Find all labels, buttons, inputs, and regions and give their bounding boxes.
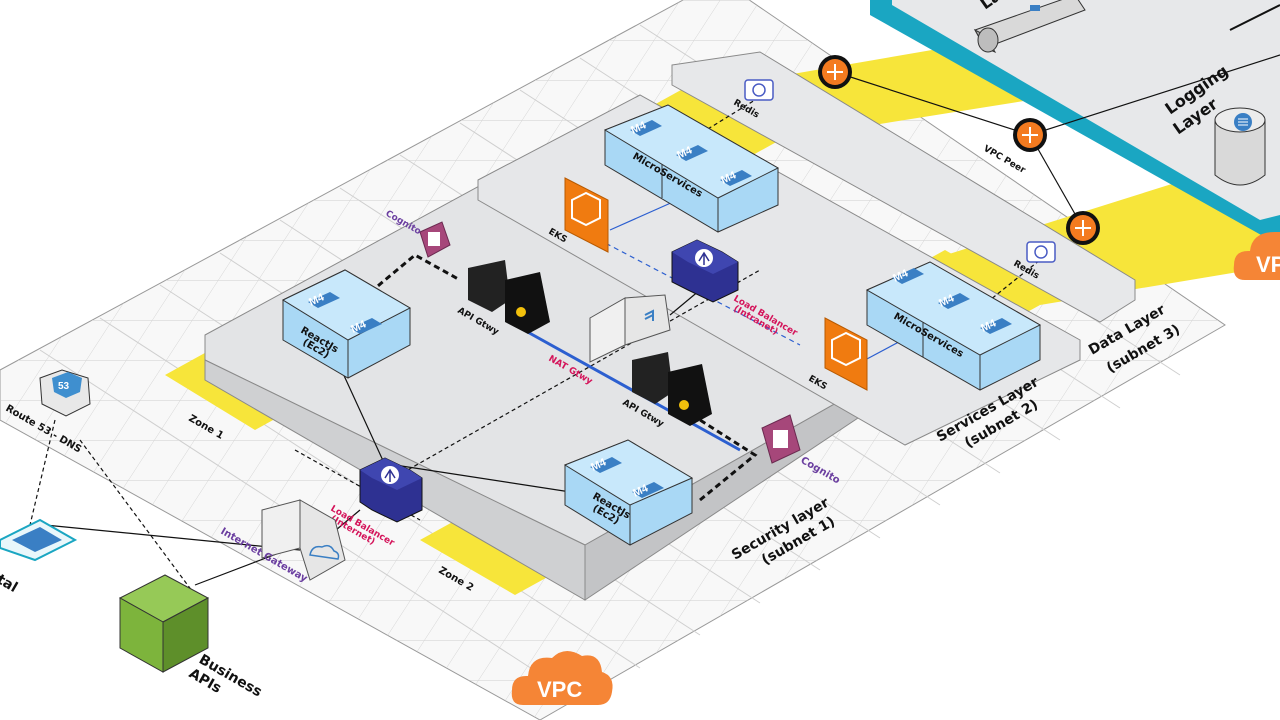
vpc-peering-icon — [1013, 118, 1047, 152]
vpc-peering-icon — [818, 55, 852, 89]
reactjs-ec2-zone1: M4 M4 ReactJs (Ec2) — [281, 269, 412, 379]
vpc-peering-icon — [1066, 211, 1100, 245]
microservices-lower: M4 M4 M4 MicroServices — [865, 261, 1042, 391]
vpc-cloud-icon: VP — [1233, 232, 1280, 280]
log-stream-icon — [973, 0, 1086, 54]
storage-cylinder-icon — [1214, 107, 1266, 186]
svg-text:53: 53 — [58, 381, 70, 392]
vpc-partial-label: VP — [1256, 252, 1280, 277]
web-portal-icon: tal — [0, 518, 78, 596]
vpc-label: VPC — [537, 677, 582, 702]
green-cube-icon: Business APIs — [118, 574, 265, 700]
vpc-cloud-icon: VPC — [511, 650, 613, 705]
reactjs-ec2-zone2: M4 M4 ReactJs (Ec2) — [563, 439, 694, 546]
data-layer-plate — [671, 51, 1136, 323]
portal-label: tal — [0, 572, 20, 596]
microservices-upper: M4 M4 M4 MicroServices — [603, 104, 780, 233]
